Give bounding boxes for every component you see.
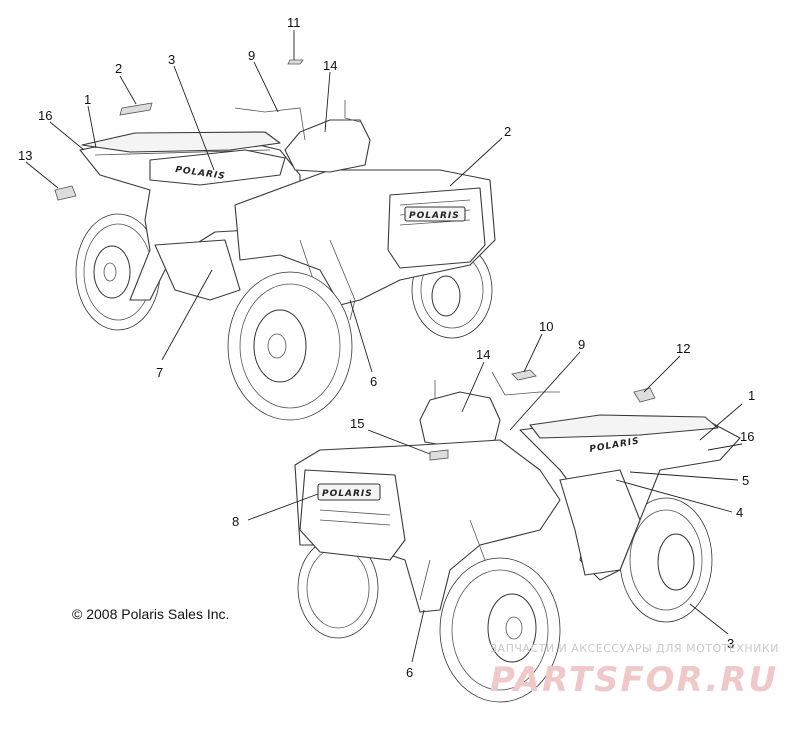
- callout-12: 12: [676, 341, 690, 356]
- copyright-notice: © 2008 Polaris Sales Inc.: [72, 606, 230, 622]
- wheel-lower-front-left: [439, 557, 561, 703]
- upper-brand-decal: POLARIS: [409, 211, 460, 221]
- callout-3: 3: [168, 52, 175, 67]
- callout-16b: 16: [740, 429, 754, 444]
- callout-7: 7: [156, 365, 163, 380]
- wheel-upper-front-left: [227, 271, 353, 421]
- callout-3b: 3: [727, 636, 734, 651]
- callout-4: 4: [736, 505, 743, 520]
- atv-upper: POLARIS POLARIS: [54, 59, 496, 421]
- lower-rear-rack: [529, 414, 719, 439]
- upper-handlebar-pod: [284, 119, 371, 173]
- lower-handlebar-pod: [419, 391, 501, 449]
- callout-14b: 14: [476, 347, 490, 362]
- callout-labels: 11 9 14 2 3 1 16 13 2 7 6 10 9 12 14 1 1…: [18, 15, 755, 680]
- callout-1b: 1: [748, 388, 755, 403]
- leader-lines: [25, 30, 743, 663]
- watermark-brand: PARTSFOR.RU: [490, 660, 779, 700]
- callout-2: 2: [115, 61, 122, 76]
- callout-14: 14: [323, 58, 337, 73]
- upper-seat: [149, 149, 286, 186]
- callout-5: 5: [742, 473, 749, 488]
- callout-9: 9: [248, 48, 255, 63]
- callout-13: 13: [18, 148, 32, 163]
- callout-16: 16: [38, 108, 52, 123]
- callout-1: 1: [84, 92, 91, 107]
- callout-8: 8: [232, 514, 239, 529]
- callout-10: 10: [539, 319, 553, 334]
- callout-6: 6: [370, 374, 377, 389]
- callout-11: 11: [287, 15, 301, 30]
- callout-2b: 2: [504, 124, 511, 139]
- wheel-upper-rear-left: [75, 213, 161, 331]
- upper-footwell: [154, 239, 241, 301]
- watermark-tagline: ЗАПЧАСТИ И АКСЕССУАРЫ ДЛЯ МОТОТЕХНИКИ: [490, 642, 779, 655]
- lower-brand-decal: POLARIS: [322, 489, 373, 499]
- callout-9b: 9: [578, 337, 585, 352]
- upper-front-grille: [387, 187, 486, 269]
- callout-6b: 6: [406, 665, 413, 680]
- lower-footwell: [559, 469, 641, 576]
- callout-15: 15: [350, 416, 364, 431]
- upper-rear-rack: [81, 131, 281, 153]
- atv-lower: POLARIS POLARIS: [294, 369, 741, 703]
